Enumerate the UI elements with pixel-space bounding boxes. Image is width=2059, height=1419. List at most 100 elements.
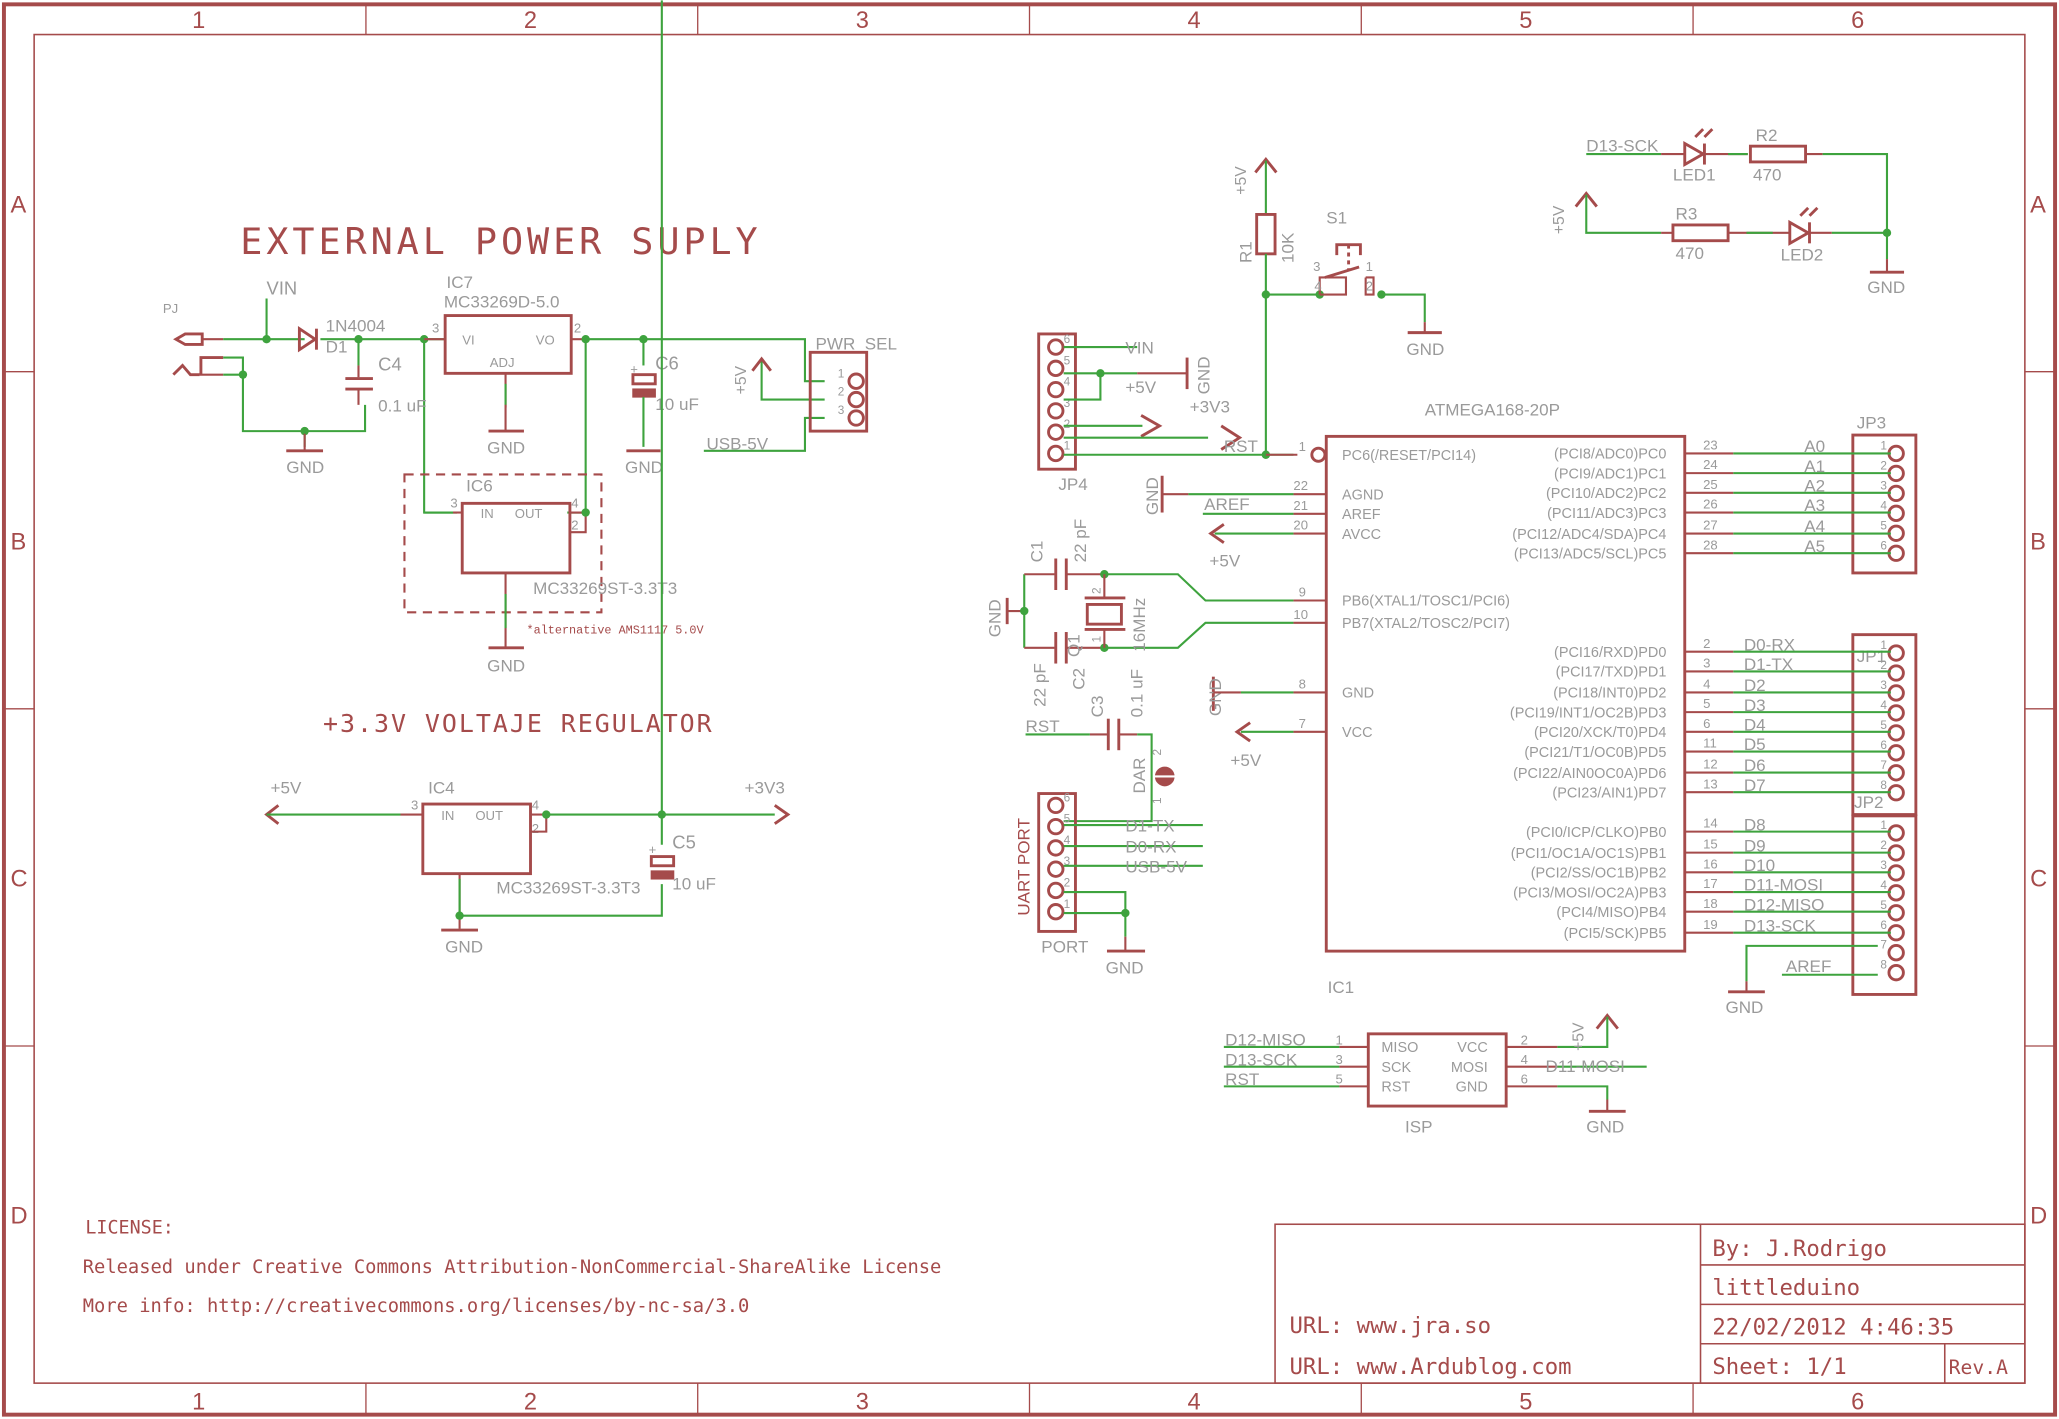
pin-number: 2 — [1064, 876, 1071, 890]
svg-text:GND: GND — [1406, 340, 1444, 359]
mcu-pin-number: 2 — [1703, 636, 1710, 651]
svg-text:2: 2 — [532, 821, 539, 836]
pin-number: 3 — [1880, 858, 1887, 872]
header-pin — [1887, 963, 1905, 982]
mcu-pin-label: AGND — [1342, 487, 1384, 503]
mcu-pin-label: (PCI0/ICP/CLKO)PB0 — [1526, 825, 1666, 841]
mcu-pin-number: 19 — [1703, 917, 1718, 932]
mcu-pin-label: (PCI22/AIN0OC0A)PD6 — [1513, 766, 1666, 782]
ic7-value: MC33269D-5.0 — [444, 293, 560, 312]
mcu-right-nets: A0A1A2A3A4A5D0-RXD1-TXD2D3D4D5D6D7D8D9D1… — [1733, 437, 1891, 935]
pin-number: 4 — [1880, 498, 1887, 512]
header-pin — [1047, 338, 1065, 356]
svg-text:VIN: VIN — [1125, 339, 1153, 358]
svg-text:+5V: +5V — [1230, 751, 1261, 770]
net-label: A3 — [1804, 496, 1825, 515]
header-pin — [1047, 402, 1065, 420]
revision: Rev.A — [1949, 1356, 2008, 1379]
mcu-pin-number: 23 — [1703, 437, 1718, 452]
mcu-pin-number: 6 — [1703, 716, 1710, 731]
header-pin — [1887, 924, 1905, 942]
net-label: D11-MOSI — [1744, 876, 1823, 895]
author: By: J.Rodrigo — [1712, 1236, 1887, 1262]
svg-text:3: 3 — [411, 797, 418, 812]
header-pin — [1047, 903, 1065, 921]
grid-col-top-6: 6 — [1851, 8, 1864, 34]
mcu-pin-label: (PCI13/ADC5/SCL)PC5 — [1514, 546, 1666, 562]
svg-text:22 pF: 22 pF — [1030, 663, 1049, 707]
mcu-pin-label: (PCI23/AIN1)PD7 — [1552, 785, 1666, 801]
alternative-note: *alternative AMS1117 5.0V — [527, 623, 705, 637]
mcu-pin-number: 5 — [1703, 696, 1710, 711]
net-label: D12-MISO — [1744, 895, 1825, 914]
mcu-pin-number: 4 — [1703, 676, 1710, 691]
svg-text:GND: GND — [445, 937, 483, 956]
mcu-pin-label: (PCI8/ADC0)PC0 — [1554, 447, 1666, 463]
header-pin — [1887, 864, 1905, 882]
header-pin — [1887, 464, 1905, 483]
header-pin — [1047, 796, 1065, 815]
svg-text:0.1 uF: 0.1 uF — [1127, 669, 1146, 717]
mcu-pin-number: 21 — [1293, 498, 1308, 513]
mcu-pin-number: 24 — [1703, 457, 1718, 472]
header-pin — [1887, 844, 1905, 862]
svg-text:GND: GND — [1106, 958, 1144, 977]
header-pin — [1047, 860, 1065, 878]
ic4-value: MC33269ST-3.3T3 — [496, 878, 640, 897]
svg-text:2: 2 — [574, 321, 581, 336]
svg-text:GND: GND — [487, 438, 525, 457]
svg-text:4: 4 — [1314, 279, 1321, 294]
isp-pin-label: SCK — [1381, 1060, 1411, 1076]
output-wires — [567, 334, 825, 514]
pin-number: 3 — [1880, 678, 1887, 692]
header-pin — [1887, 664, 1905, 682]
mcu-name: IC1 — [1328, 978, 1355, 997]
svg-text:2: 2 — [1089, 587, 1103, 594]
grid-col-bottom-4: 4 — [1188, 1389, 1201, 1415]
section-title-external-power: EXTERNAL POWER SUPLY — [240, 220, 761, 263]
mcu-pin-label: AREF — [1342, 507, 1381, 523]
net-label: D2 — [1744, 676, 1766, 695]
mcu-pin-label: (PCI11/ADC3)PC3 — [1547, 506, 1666, 522]
isp-net-label: D12-MISO — [1225, 1031, 1306, 1050]
pin-number: 1 — [1880, 638, 1887, 652]
net-label: A2 — [1804, 477, 1825, 496]
isp-pin-number: 5 — [1335, 1072, 1342, 1087]
net-label: D0-RX — [1744, 635, 1796, 654]
power-jack: PJ — [163, 301, 224, 377]
pwr-sel-plus5v: +5V — [733, 365, 750, 394]
mcu-pin-label: PB6(XTAL1/TOSC1/PCI6) — [1342, 594, 1510, 610]
svg-text:2: 2 — [838, 385, 845, 399]
header-pin — [1887, 644, 1905, 662]
regulator-ic4: +5V IC4 3 4 2 IN OUT +3V3 MC33269ST-3.3T… — [264, 0, 791, 956]
svg-text:IC6: IC6 — [466, 477, 493, 496]
isp-pin-number: 6 — [1521, 1072, 1528, 1087]
mcu-pin-number: 26 — [1703, 497, 1718, 512]
mcu-pin-number: 3 — [1703, 655, 1710, 670]
mcu-pin-label: VCC — [1342, 725, 1372, 741]
license-block: LICENSE: Released under Creative Commons… — [83, 1217, 942, 1317]
isp-pin-label: VCC — [1457, 1040, 1487, 1056]
mcu-pin-number: 9 — [1299, 585, 1306, 600]
mcu-pin-number: 1 — [1299, 439, 1306, 454]
svg-text:AREF: AREF — [1786, 957, 1832, 976]
mcu-pin-number: 11 — [1703, 736, 1717, 751]
svg-text:4: 4 — [571, 495, 578, 510]
svg-text:1: 1 — [1150, 797, 1164, 804]
svg-text:+: + — [649, 842, 657, 857]
net-label: D8 — [1744, 815, 1766, 834]
grid-row-left-B: B — [11, 529, 27, 555]
header-pin — [1887, 444, 1905, 463]
pin-number: 5 — [1880, 898, 1887, 912]
pin-number: 1 — [1880, 438, 1887, 452]
svg-text:R1: R1 — [1236, 241, 1255, 263]
svg-text:4: 4 — [532, 797, 539, 812]
pwr-sel-header: PWR_SEL 1 2 3 +5V USB-5V — [706, 335, 897, 454]
grid-col-bottom-6: 6 — [1851, 1389, 1864, 1415]
project-name: littleduino — [1712, 1275, 1860, 1301]
regulator-ic6: IC6 3 4 2 IN OUT MC33269ST-3.3T3 GND — [403, 473, 677, 675]
svg-text:D1-TX: D1-TX — [1125, 817, 1175, 836]
